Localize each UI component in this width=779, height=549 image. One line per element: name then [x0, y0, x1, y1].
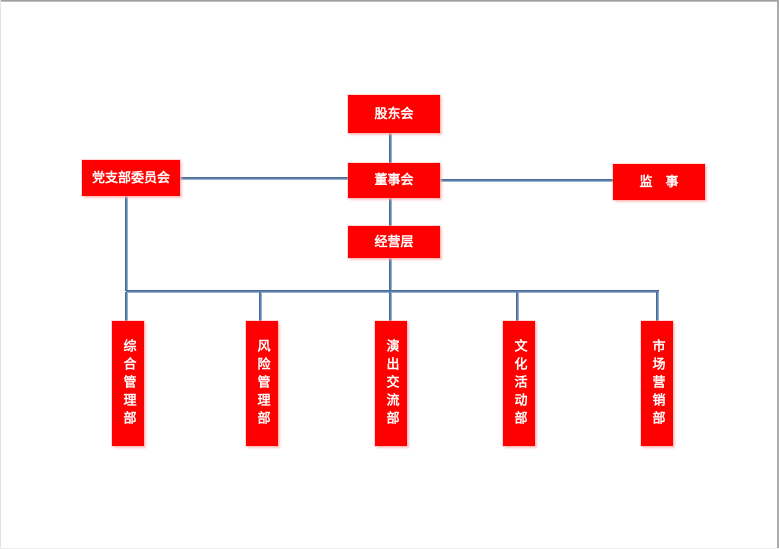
connector-board-to-supervisor [440, 179, 613, 182]
connector-party-branch-to-bus [125, 196, 128, 291]
node-dept-general-management: 综合管理部 [112, 321, 144, 446]
connector-drop-dept-4 [516, 292, 519, 321]
dept-label: 市场营销部 [649, 338, 665, 429]
dept-label: 文化活动部 [511, 338, 527, 429]
node-management-layer: 经营层 [348, 226, 440, 258]
connector-shareholders-to-board [389, 133, 392, 163]
connector-drop-dept-5 [656, 292, 659, 321]
connector-drop-dept-2 [259, 292, 262, 321]
connector-board-to-management [389, 198, 392, 226]
node-party-branch-committee: 党支部委员会 [82, 160, 180, 196]
dept-label: 演出交流部 [383, 338, 399, 429]
page-border-left [0, 0, 1, 549]
node-shareholders-meeting: 股东会 [348, 95, 440, 133]
connector-drop-dept-1 [125, 292, 128, 321]
connector-bus-horizontal [126, 290, 659, 293]
node-dept-risk-management: 风险管理部 [246, 321, 278, 446]
connector-management-to-bus [389, 258, 392, 291]
page-border-right [777, 0, 779, 549]
node-board-of-directors: 董事会 [348, 163, 440, 198]
node-supervisor: 监 事 [613, 164, 705, 200]
page-border-top [0, 0, 779, 2]
connector-drop-dept-3 [389, 292, 392, 321]
node-dept-marketing: 市场营销部 [641, 321, 673, 446]
dept-label: 风险管理部 [254, 338, 270, 429]
connector-party-branch-to-board [180, 177, 348, 180]
node-dept-performance-exchange: 演出交流部 [375, 321, 407, 446]
dept-label: 综合管理部 [120, 338, 136, 429]
node-dept-cultural-activities: 文化活动部 [503, 321, 535, 446]
